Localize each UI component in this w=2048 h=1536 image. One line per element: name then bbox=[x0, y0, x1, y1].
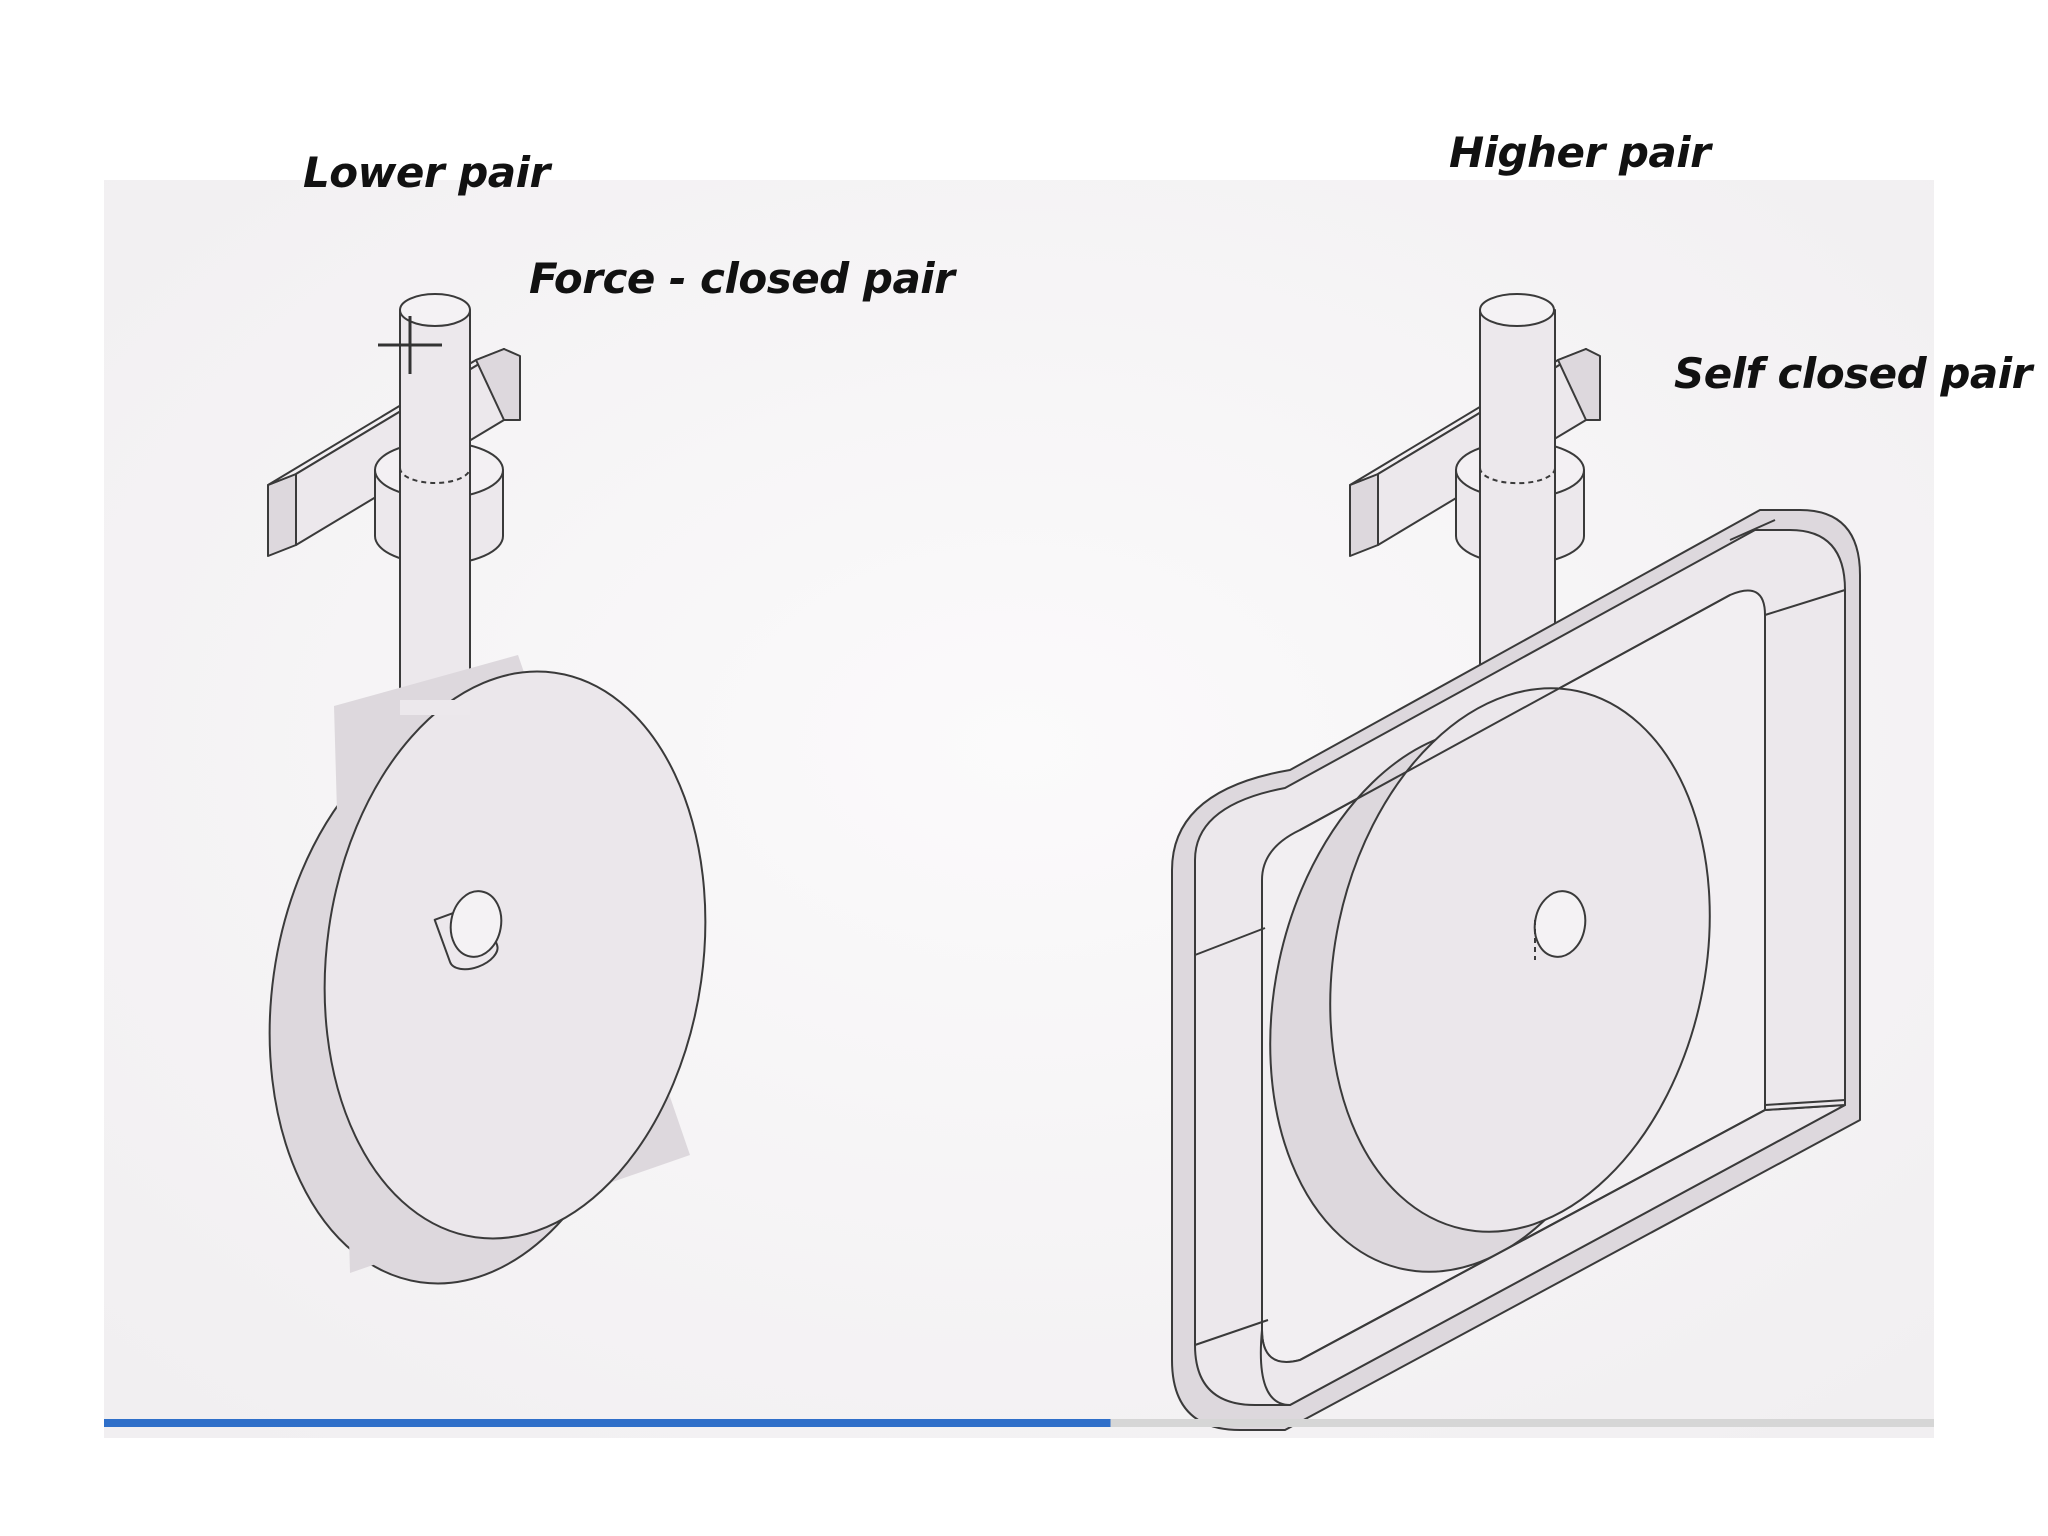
right-cam-hub bbox=[1533, 890, 1587, 960]
right-cam-disc bbox=[1269, 687, 1711, 1273]
higher-pair-label: Higher pair bbox=[1449, 128, 1711, 177]
left-cam-disc bbox=[268, 655, 707, 1285]
force-closed-cam-assembly bbox=[267, 293, 707, 1285]
self-closed-pair-label: Self closed pair bbox=[1674, 349, 2032, 398]
video-progress-bar[interactable] bbox=[104, 1419, 1934, 1427]
lower-pair-label: Lower pair bbox=[303, 148, 550, 197]
self-closed-cam-assembly bbox=[1171, 293, 1861, 1431]
force-closed-pair-label: Force - closed pair bbox=[529, 254, 955, 303]
left-cam-hub bbox=[433, 890, 503, 971]
video-progress-fill bbox=[104, 1419, 1111, 1427]
right-follower-rod bbox=[1479, 293, 1556, 676]
yoke-front-rails bbox=[1194, 519, 1846, 1406]
cursor-crosshair-icon bbox=[378, 316, 442, 374]
